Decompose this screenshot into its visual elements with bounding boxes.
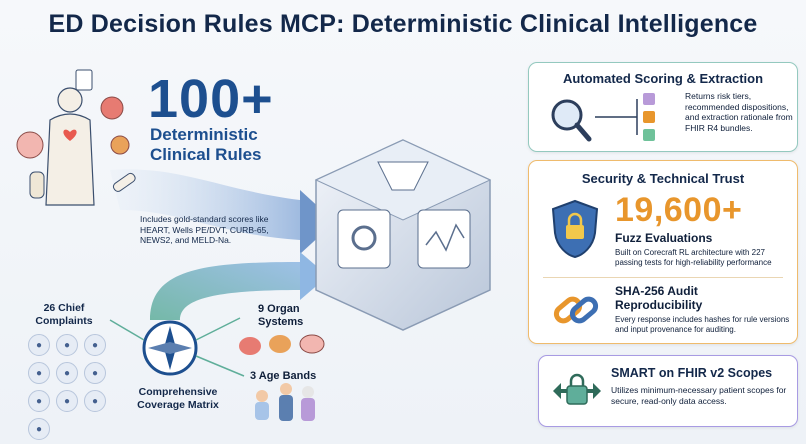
complaint-icon: ● [84, 390, 106, 412]
fuzz-body: Built on Corecraft RL architecture with … [615, 248, 772, 267]
audit-line1: SHA-256 Audit [615, 284, 698, 298]
security-card: Security & Technical Trust 19,600+ Fuzz … [528, 160, 798, 344]
fuzz-label: Fuzz Evaluations [615, 231, 713, 245]
age-bands-label: 3 Age Bands [250, 370, 317, 382]
lock-arrows-icon [553, 373, 601, 405]
complaint-icon: ● [28, 390, 50, 412]
complaint-icon: ● [28, 418, 50, 440]
chief-line2: Complaints [35, 314, 93, 327]
cube-graphic [314, 139, 492, 331]
smart-card-title: SMART on FHIR v2 Scopes [611, 366, 773, 380]
audit-line2: Reproducibility [615, 297, 703, 312]
complaint-icon: ● [56, 334, 78, 356]
complaint-icon: ● [56, 362, 78, 384]
complaint-icon: ● [28, 334, 50, 356]
complaint-icon: ● [84, 334, 106, 356]
page-title: ED Decision Rules MCP: Deterministic Cli… [48, 10, 758, 38]
rule-label-line2: Clinical Rules [150, 144, 262, 164]
complaint-icon: ● [28, 362, 50, 384]
scoring-card-body: Returns risk tiers, recommended disposit… [685, 91, 793, 133]
smart-card: SMART on FHIR v2 Scopes Utilizes minimum… [538, 355, 798, 427]
shield-lock-icon [551, 199, 599, 259]
divider [543, 277, 783, 278]
matrix-line2: Coverage Matrix [137, 398, 219, 411]
chief-line1: 26 Chief [43, 302, 85, 314]
audit-body: Every response includes hashes for rule … [615, 315, 790, 334]
security-card-title: Security & Technical Trust [581, 171, 745, 186]
audit-title: SHA-256 Audit Reproducibility [615, 284, 785, 313]
rule-label-line1: Deterministic [150, 125, 258, 144]
smart-card-body: Utilizes minimum-necessary patient scope… [611, 385, 787, 406]
magnifier-flow-icon [551, 93, 655, 142]
rule-count: 100+ [148, 69, 274, 129]
complaint-icon-grid: ● ● ● ● ● ● ● ● ● ● [28, 334, 108, 440]
scoring-card-title: Automated Scoring & Extraction [562, 71, 764, 86]
fuzz-count: 19,600+ [615, 191, 743, 229]
complaint-icon: ● [84, 362, 106, 384]
organ-line2: Systems [258, 315, 304, 328]
chief-complaints-label: 26 Chief Complaints [18, 302, 110, 327]
rule-count-label: Deterministic Clinical Rules [150, 125, 320, 164]
matrix-line1: Comprehensive [138, 386, 218, 398]
coverage-matrix-label: Comprehensive Coverage Matrix [118, 386, 238, 411]
organ-systems-label: 9 Organ Systems [258, 303, 303, 328]
chain-link-icon [553, 296, 599, 324]
complaint-icon: ● [56, 390, 78, 412]
scoring-card: Automated Scoring & Extraction Returns r… [528, 62, 798, 152]
organ-line1: 9 Organ [258, 303, 300, 315]
rules-note: Includes gold-standard scores like HEART… [140, 214, 269, 246]
